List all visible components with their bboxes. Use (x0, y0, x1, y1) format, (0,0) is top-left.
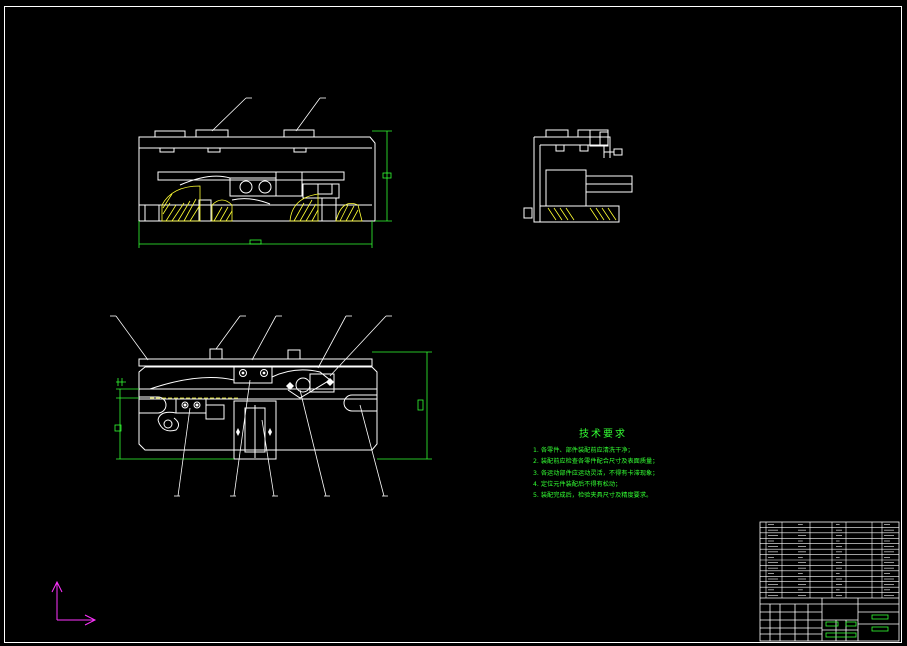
top-view-dimensions (114, 351, 432, 460)
requirement-item: 5. 装配完成后，检验夹具尺寸及精度要求。 (533, 492, 653, 500)
drawing-border (4, 6, 902, 643)
front-view-hatch (161, 185, 363, 222)
requirement-item: 1. 各零件、部件装配前应清洗干净； (533, 447, 634, 454)
top-view-hatch (150, 371, 334, 436)
side-view (523, 129, 633, 223)
front-view (138, 129, 376, 222)
technical-requirements-title: 技术要求 (579, 429, 627, 440)
requirement-item: 2. 装配前应检查各零件配合尺寸及表面质量； (533, 458, 659, 466)
technical-requirements-list: 1. 各零件、部件装配前应清洗干净； 2. 装配前应检查各零件配合尺寸及表面质量… (533, 445, 658, 501)
front-view-leaders (211, 97, 326, 132)
requirement-item: 4. 定位元件装配后不得有松动； (533, 480, 622, 488)
requirement-item: 3. 各运动部件应运动灵活，不得有卡滞现象； (533, 469, 659, 477)
side-view-hatch (547, 207, 617, 221)
ucs-axis-icon (51, 580, 97, 626)
title-block-markings (825, 614, 889, 638)
top-view (138, 348, 378, 460)
front-view-dimensions (138, 130, 392, 248)
top-view-leaders (110, 315, 392, 497)
bom-table (760, 522, 899, 598)
